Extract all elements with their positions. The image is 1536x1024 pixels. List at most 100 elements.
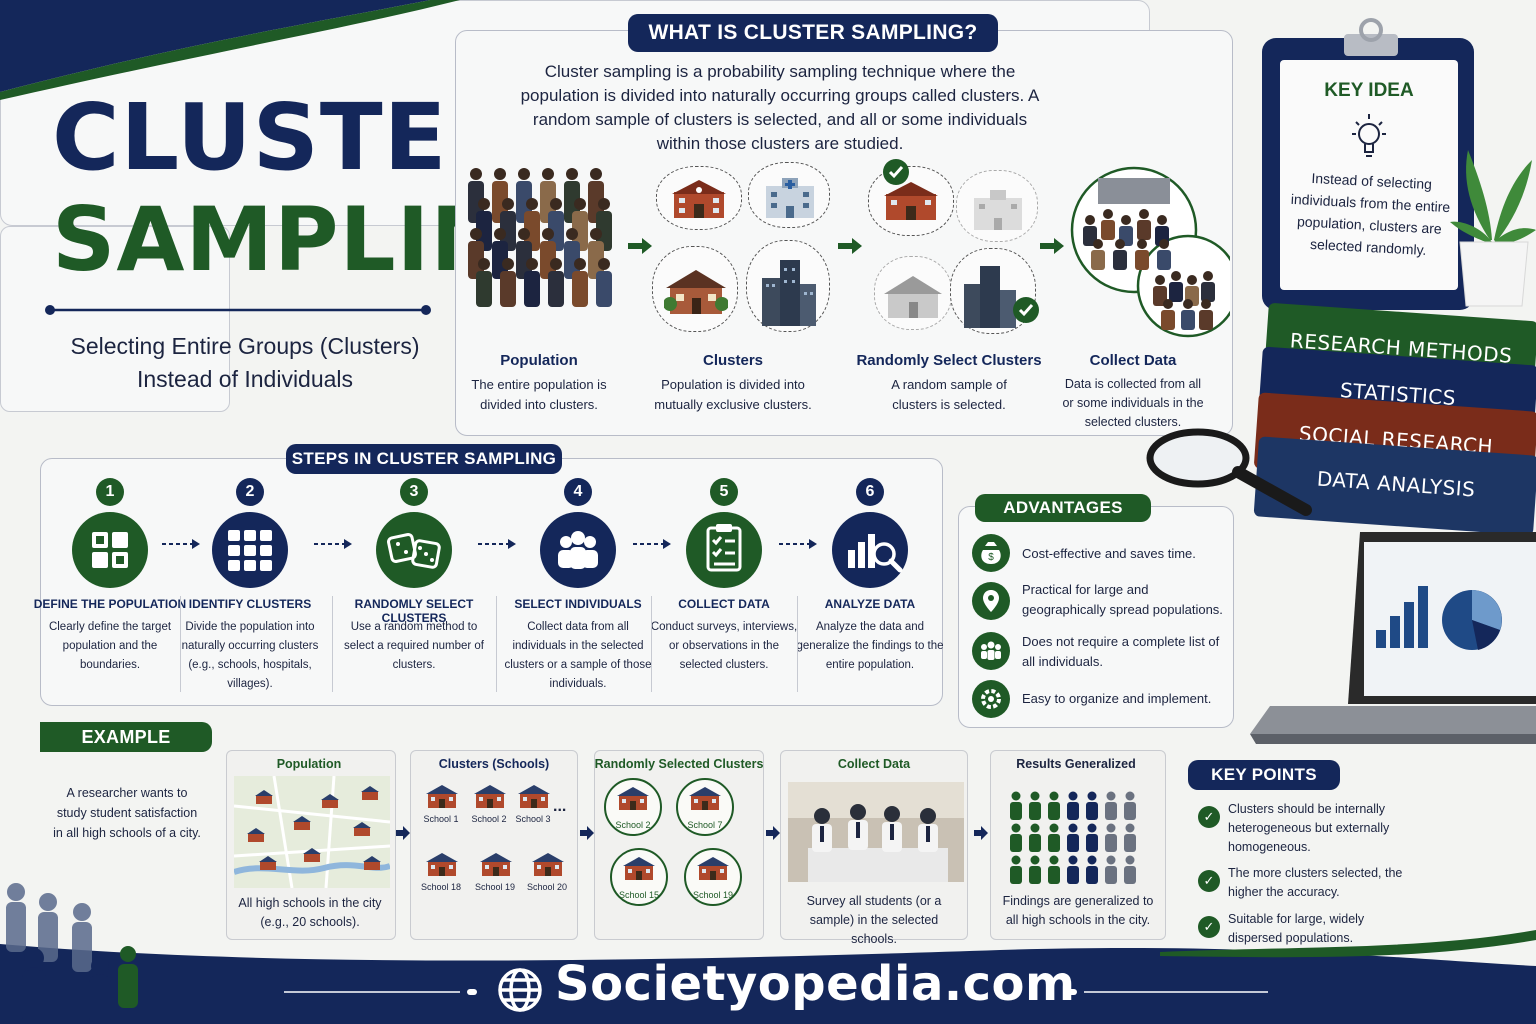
school-label: School 7 — [687, 820, 723, 830]
step-text: Analyze the data and generalize the find… — [796, 621, 944, 671]
office-towers-icon — [964, 266, 1016, 328]
check-icon — [1013, 297, 1039, 323]
check-icon: ✓ — [1198, 870, 1220, 892]
title-divider — [45, 305, 431, 315]
arrow-icon — [1040, 238, 1064, 254]
step-text: Use a random method to select a required… — [344, 621, 484, 671]
step-title: RANDOMLY SELECT CLUSTERS — [354, 597, 474, 625]
example-card-title: Population — [276, 757, 342, 771]
step-title: DEFINE THE POPULATION — [33, 597, 187, 611]
step-divider — [651, 596, 652, 692]
stage-text: The entire population is divided into cl… — [471, 377, 607, 412]
school-building-icon — [672, 180, 726, 218]
gear-icon — [972, 680, 1010, 718]
house-building-faded-icon — [884, 276, 942, 318]
arrow-icon — [396, 826, 410, 840]
step-title: ANALYZE DATA — [824, 597, 916, 611]
step-number: 1 — [96, 478, 124, 506]
hospital-building-faded-icon — [974, 190, 1022, 230]
house-building-icon — [664, 270, 728, 314]
footer-site-name: Societyopedia.com — [555, 956, 1076, 1012]
dashed-arrow-icon — [314, 539, 352, 549]
school-label: School 20 — [526, 882, 568, 892]
collect-data-people-icon — [1070, 166, 1230, 338]
key-idea-title: KEY IDEA — [1324, 80, 1414, 101]
step-divider — [797, 596, 798, 692]
example-description: A researcher wants to study student sati… — [53, 786, 201, 840]
lightbulb-icon — [1352, 114, 1386, 157]
example-card-clusters — [410, 750, 578, 940]
step-number: 6 — [856, 478, 884, 506]
arrow-icon — [580, 826, 594, 840]
stage-clusters: Clusters Population is divided into mutu… — [638, 352, 828, 415]
plant-decoration — [1450, 150, 1536, 307]
classroom-photo — [788, 782, 964, 882]
svg-text:$: $ — [988, 552, 994, 563]
school-building-icon — [884, 182, 938, 220]
example-card-title: Clusters (Schools) — [438, 757, 550, 771]
magnifying-glass-icon — [1146, 428, 1312, 516]
subtitle-line2: Instead of Individuals — [136, 366, 354, 392]
step-number: 5 — [710, 478, 738, 506]
check-icon: ✓ — [1198, 806, 1220, 828]
key-point-text: Suitable for large, widely dispersed pop… — [1228, 912, 1365, 945]
what-is-description: Cluster sampling is a probability sampli… — [520, 62, 1040, 153]
step-icon — [832, 512, 908, 588]
school-icon — [425, 784, 459, 815]
check-icon: ✓ — [1198, 916, 1220, 938]
stage-population: Population The entire population is divi… — [444, 352, 634, 415]
step-number: 4 — [564, 478, 592, 506]
school-label: School 19 — [692, 890, 734, 900]
subtitle: Selecting Entire Groups (Clusters) Inste… — [40, 330, 450, 396]
subtitle-line1: Selecting Entire Groups (Clusters) — [70, 333, 420, 359]
title-cluster: CLUSTER — [52, 84, 520, 191]
footer-banner — [0, 930, 1536, 1024]
stage-collect-data: Collect Data Data is collected from all … — [1048, 352, 1218, 432]
arrow-icon — [766, 826, 780, 840]
step-icon — [540, 512, 616, 588]
office-towers-icon — [762, 260, 816, 326]
school-label: School 19 — [474, 882, 516, 892]
example-card-text: Survey all students (or a sample) in the… — [806, 894, 942, 946]
advantage-text: Does not require a complete list of all … — [1022, 634, 1220, 669]
school-icon — [517, 784, 551, 815]
key-idea-text: Instead of selecting individuals from th… — [1290, 169, 1451, 258]
stage-text: Population is divided into mutually excl… — [654, 377, 812, 412]
arrow-icon — [974, 826, 988, 840]
example-card-text: All high schools in the city (e.g., 20 s… — [238, 896, 382, 929]
school-icon — [616, 786, 650, 817]
key-point-text: Clusters should be internally heterogene… — [1228, 802, 1390, 854]
example-card-title: Results Generalized — [1016, 757, 1136, 771]
advantages-heading: ADVANTAGES — [975, 494, 1151, 522]
location-pin-icon — [972, 582, 1010, 620]
step-icon — [72, 512, 148, 588]
dashed-arrow-icon — [633, 539, 671, 549]
example-card-text: Findings are generalized to all high sch… — [1002, 894, 1154, 927]
key-points-heading: KEY POINTS — [1188, 760, 1340, 790]
step-text: Conduct surveys, interviews, or observat… — [650, 621, 798, 671]
example-card-selected — [594, 750, 764, 940]
step-title: COLLECT DATA — [678, 597, 770, 611]
example-card-title: Collect Data — [837, 757, 911, 771]
dashed-arrow-icon — [779, 539, 817, 549]
city-map-illustration — [234, 776, 390, 888]
stage-label: Clusters — [702, 352, 764, 369]
hospital-building-icon — [766, 178, 814, 218]
school-icon — [696, 856, 730, 887]
step-icon — [212, 512, 288, 588]
key-point-text: The more clusters selected, the higher t… — [1228, 866, 1403, 899]
stage-text: A random sample of clusters is selected. — [891, 377, 1007, 412]
advantage-text: Practical for large and geographically s… — [1022, 582, 1223, 617]
step-text: Clearly define the target population and… — [48, 621, 172, 671]
population-crowd-illustration — [468, 168, 612, 307]
step-icon — [686, 512, 762, 588]
school-label: School 18 — [420, 882, 462, 892]
school-label: School 2 — [615, 820, 651, 830]
dashed-arrow-icon — [162, 539, 200, 549]
example-card-title: Randomly Selected Clusters — [594, 757, 764, 771]
laptop-illustration — [1250, 532, 1536, 744]
stage-label: Collect Data — [1089, 352, 1177, 369]
clipboard-paper — [1280, 60, 1458, 290]
school-icon — [425, 852, 459, 883]
stage-random-select: Randomly Select Clusters A random sample… — [854, 352, 1044, 415]
